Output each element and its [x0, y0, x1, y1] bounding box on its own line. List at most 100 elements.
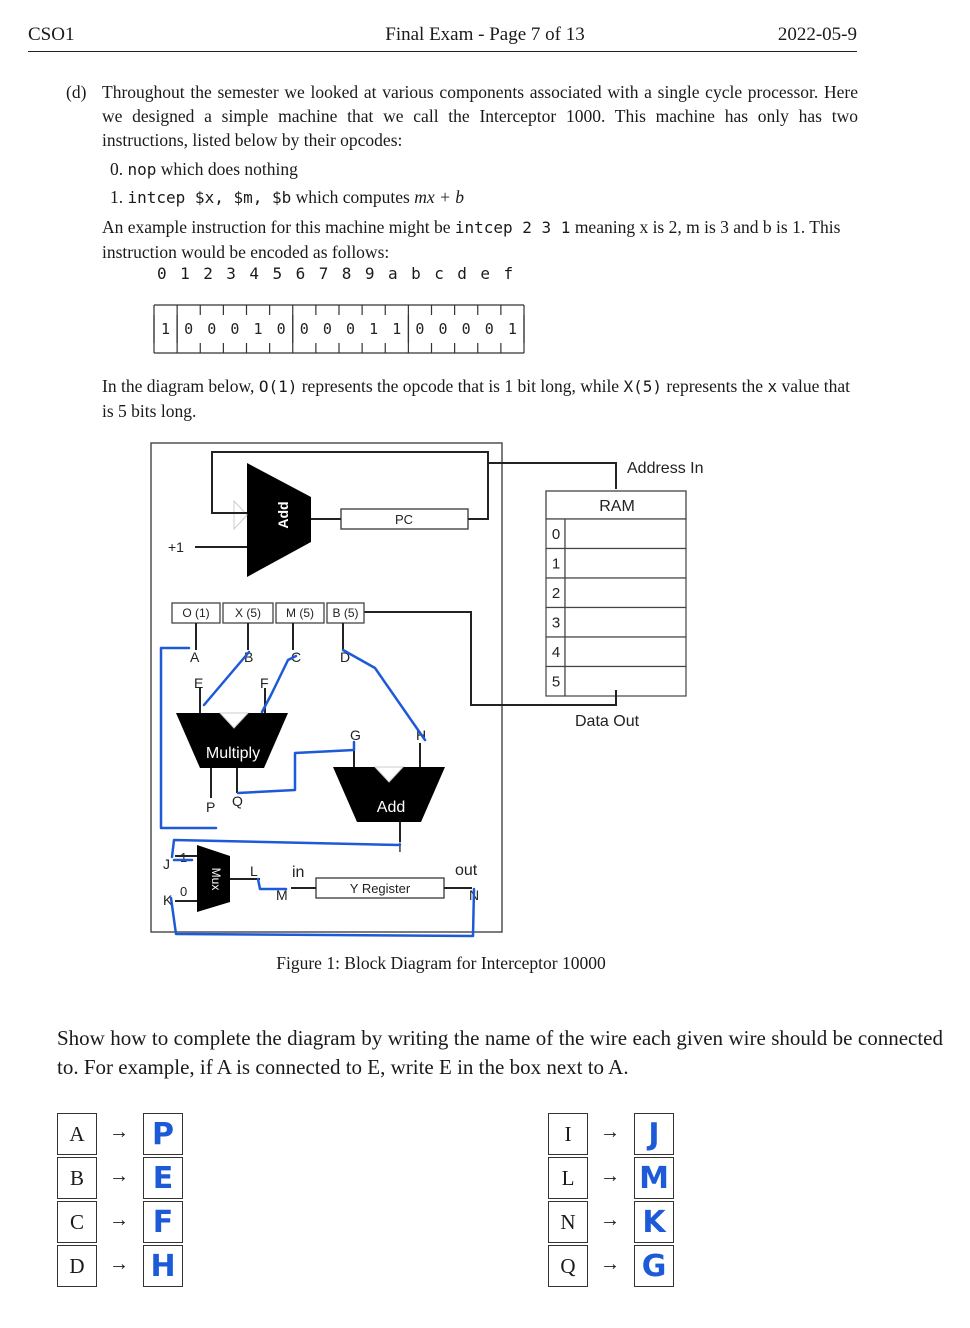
- item-text: which does nothing: [160, 159, 298, 179]
- bit-value: 0: [462, 320, 471, 338]
- wire-l: L: [250, 863, 258, 879]
- bit-position: e: [480, 264, 491, 283]
- diagram-mid2: represents the: [666, 376, 764, 396]
- diagram-explanation: In the diagram below, O(1) represents th…: [102, 374, 858, 423]
- answer-box[interactable]: P: [143, 1113, 183, 1155]
- bit-position: 7: [318, 264, 329, 283]
- y-register-label: Y Register: [350, 881, 411, 896]
- answer-box[interactable]: H: [143, 1245, 183, 1287]
- answer-box[interactable]: J: [634, 1113, 674, 1155]
- figure-caption: Figure 1: Block Diagram for Interceptor …: [276, 953, 606, 973]
- wire-label: I: [548, 1113, 588, 1155]
- instruction-field-label: X (5): [235, 606, 261, 620]
- page-title: Final Exam - Page 7 of 13: [385, 24, 585, 45]
- wire-m: M: [276, 887, 288, 903]
- instruction-field-label: B (5): [332, 606, 358, 620]
- bit-value: 0: [207, 320, 216, 338]
- ram-row: [564, 665, 687, 697]
- instruction-item-intcep: 1. intcep $x, $m, $b which computes mx +…: [110, 185, 464, 210]
- wire-label: A: [57, 1113, 97, 1155]
- ram-address: 5: [552, 674, 560, 691]
- answer-box[interactable]: F: [143, 1201, 183, 1243]
- wire-g: G: [350, 727, 361, 743]
- bit-value: 0: [323, 320, 332, 338]
- bit-position: 5: [272, 264, 283, 283]
- item-code: intcep $x, $m, $b: [127, 188, 292, 207]
- bottom-adder: [333, 767, 445, 822]
- bit-value: 1: [369, 320, 378, 338]
- wire-label: N: [548, 1201, 588, 1243]
- bit-position: d: [457, 264, 467, 283]
- answer-box[interactable]: G: [634, 1245, 674, 1287]
- ram-label: RAM: [599, 498, 635, 515]
- ram-row: [564, 636, 687, 668]
- answer-box[interactable]: M: [634, 1157, 674, 1199]
- exam-date: 2022-05-9: [777, 24, 857, 45]
- bit-position: a: [388, 264, 398, 283]
- wire-f: F: [260, 675, 269, 691]
- instruction-field-label: M (5): [286, 606, 314, 620]
- wire-e: E: [194, 675, 203, 691]
- example-post: meaning x is 2, m is 3 and b is 1. This …: [102, 217, 841, 262]
- wire-label: Q: [548, 1245, 588, 1287]
- ram-row: [564, 518, 687, 550]
- bit-position: c: [434, 264, 444, 283]
- course-code: CSO1: [28, 24, 75, 45]
- answer-box[interactable]: E: [143, 1157, 183, 1199]
- ram-row: [564, 577, 687, 609]
- bit-position: 8: [341, 264, 352, 283]
- arrow-icon: →: [600, 1209, 620, 1231]
- item-number: 1.: [110, 187, 124, 207]
- instruction-field-label: O (1): [182, 606, 209, 620]
- answer-box[interactable]: K: [634, 1201, 674, 1243]
- bit-position: 4: [249, 264, 260, 283]
- bit-position: 9: [364, 264, 375, 283]
- bit-value: 0: [346, 320, 355, 338]
- multiply-label: Multiply: [206, 745, 260, 762]
- instructions-text: Show how to complete the diagram by writ…: [57, 1026, 943, 1079]
- wire-label: D: [57, 1245, 97, 1287]
- arrow-icon: →: [600, 1165, 620, 1187]
- wire-label: B: [57, 1157, 97, 1199]
- ram-address: 0: [552, 526, 560, 543]
- wire-label: C: [57, 1201, 97, 1243]
- diagram-frame: [150, 442, 503, 933]
- ram-row: [564, 606, 687, 638]
- bit-position: 0: [157, 264, 167, 283]
- pc-adder-notch: [233, 499, 248, 531]
- item-code: nop: [127, 160, 157, 179]
- bit-value: 0: [485, 320, 494, 338]
- instruction-field: [275, 602, 325, 624]
- instruction-field: [326, 602, 365, 624]
- item-math: mx + b: [414, 187, 464, 207]
- wire-j: J: [163, 856, 170, 872]
- wire-k: K: [163, 892, 173, 908]
- in-label: in: [292, 864, 304, 881]
- out-label: out: [455, 862, 478, 879]
- bit-value: 1: [254, 320, 263, 338]
- question-label: (d): [66, 82, 87, 102]
- diagram-code-o: O(1): [258, 377, 298, 396]
- instruction-item-nop: 0. nop which does nothing: [110, 157, 298, 182]
- add-bottom-label: Add: [377, 799, 405, 816]
- ram-address: 1: [552, 556, 560, 573]
- bit-position: f: [503, 264, 514, 283]
- bit-value: 0: [300, 320, 309, 338]
- bit-position: b: [411, 264, 421, 283]
- arrow-icon: →: [109, 1121, 129, 1143]
- ram-address: 3: [552, 615, 560, 632]
- mux-label: Mux: [209, 868, 223, 891]
- ram-address: 2: [552, 585, 560, 602]
- bit-position: 1: [180, 264, 190, 283]
- pc-label: PC: [395, 512, 413, 527]
- arrow-icon: →: [109, 1165, 129, 1187]
- handwritten-wires: [159, 646, 476, 938]
- arrow-icon: →: [109, 1253, 129, 1275]
- diagram-post: value that is 5 bits long.: [102, 376, 850, 421]
- item-number: 0.: [110, 159, 124, 179]
- pc-adder-label: Add: [275, 501, 291, 528]
- diagram-mid: represents the opcode that is 1 bit long…: [301, 376, 620, 396]
- pc-adder: [247, 463, 311, 577]
